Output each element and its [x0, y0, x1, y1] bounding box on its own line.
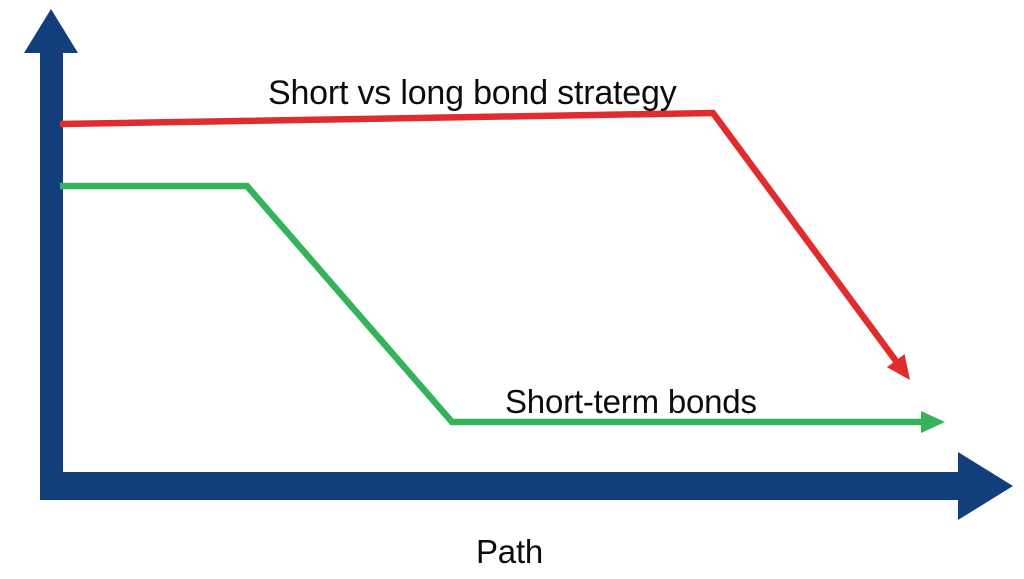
series-green-line [60, 182, 921, 426]
axes-group [24, 9, 1013, 520]
series-label-short-term-bonds: Short-term bonds [505, 383, 757, 420]
axis-vertical-shaft [40, 46, 63, 500]
x-axis-arrowhead [958, 452, 1013, 520]
y-axis-arrowhead [24, 9, 78, 53]
x-axis-shaft [40, 472, 960, 500]
series-red-arrowhead [886, 354, 910, 380]
series-red-line [59, 109, 899, 363]
axis-corner-joint [40, 478, 62, 500]
series-red-group [59, 109, 910, 380]
series-label-short-vs-long-bond-strategy: Short vs long bond strategy [268, 74, 677, 112]
series-green-arrowhead [921, 411, 945, 433]
series-green-group [60, 182, 945, 433]
x-axis-label: Path [476, 533, 544, 570]
